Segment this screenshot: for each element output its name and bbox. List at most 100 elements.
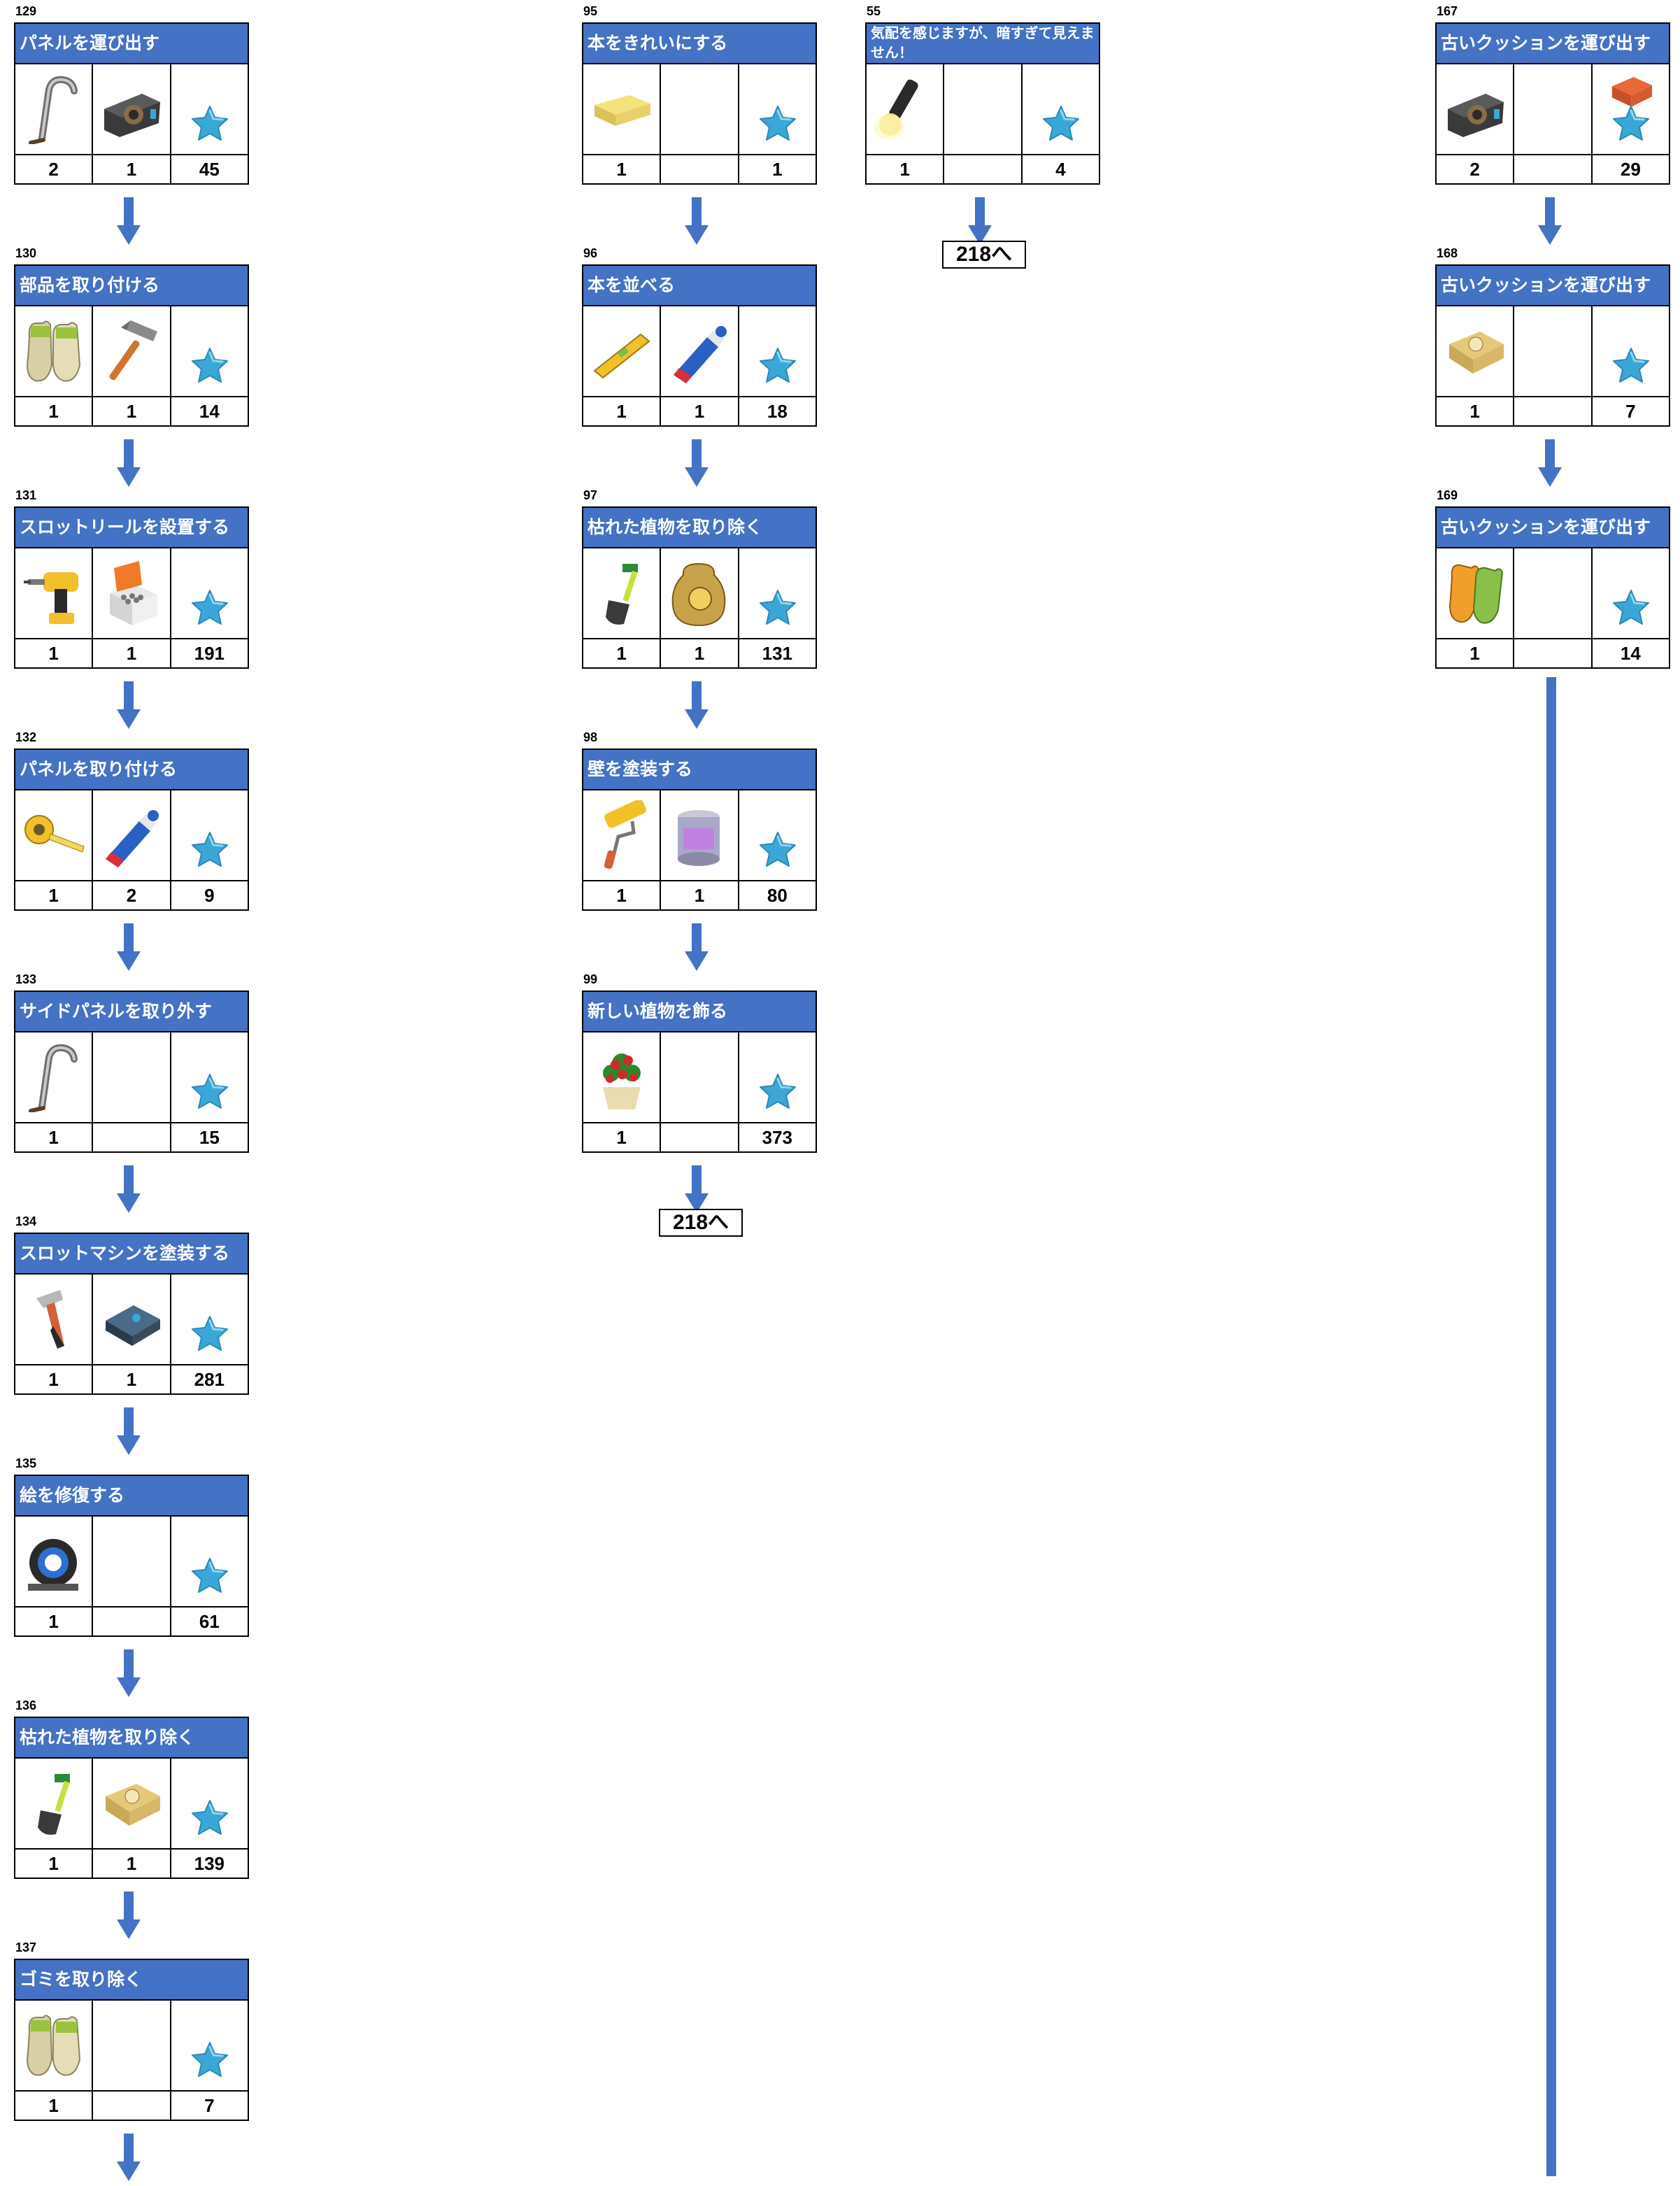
star-count: 15 xyxy=(199,1127,220,1148)
task-title: 枯れた植物を取り除く xyxy=(15,1718,248,1759)
task-number: 132 xyxy=(15,730,37,744)
flow-arrow-icon xyxy=(117,439,141,488)
flow-arrow-icon xyxy=(117,1892,141,1940)
paint-scraper-icon xyxy=(22,1284,85,1354)
item-icons-row xyxy=(1437,548,1669,639)
task-number: 129 xyxy=(15,4,37,18)
item-count: 1 xyxy=(661,881,739,909)
star-count: 373 xyxy=(762,1127,793,1148)
star-count: 4 xyxy=(1055,159,1066,180)
task-number: 136 xyxy=(15,1698,37,1712)
item-cell xyxy=(661,64,739,154)
task-title: スロットマシンを塗装する xyxy=(15,1234,248,1275)
item-count: 1 xyxy=(93,639,171,667)
flow-arrow-icon xyxy=(117,1165,141,1214)
item-cell xyxy=(1514,548,1593,638)
item-count: 1 xyxy=(15,1607,94,1635)
item-cell xyxy=(1514,64,1593,154)
shovel-icon xyxy=(22,1768,85,1838)
task-title: サイドパネルを取り外す xyxy=(15,992,248,1032)
item-cell xyxy=(661,548,739,638)
star-count: 29 xyxy=(1620,159,1641,180)
item-cell xyxy=(661,1032,739,1122)
next-task-reference[interactable]: 218へ xyxy=(942,241,1026,269)
item-count xyxy=(93,2092,171,2120)
item-cell xyxy=(93,1517,171,1606)
item-count xyxy=(661,155,739,183)
task-title: スロットリールを設置する xyxy=(15,508,248,548)
fertilizer-bag-icon xyxy=(100,1768,163,1838)
hammer-icon xyxy=(100,316,163,386)
paint-can-icon xyxy=(668,800,731,870)
continuation-line xyxy=(1546,677,1556,2176)
item-icons-row xyxy=(583,790,816,881)
star-count: 1 xyxy=(772,159,783,180)
task-title: 古いクッションを運び出す xyxy=(1437,508,1669,548)
item-icons-row xyxy=(15,64,248,155)
star-icon xyxy=(190,1072,230,1112)
task-title: 本をきれいにする xyxy=(583,24,816,64)
item-cell xyxy=(1437,306,1515,396)
task-number: 135 xyxy=(15,1456,37,1470)
item-count: 1 xyxy=(583,397,662,425)
item-count: 2 xyxy=(15,155,94,183)
task-table: 古いクッションを運び出す 1 7 xyxy=(1435,264,1670,427)
task-number: 134 xyxy=(15,1214,37,1228)
item-icons-row xyxy=(15,1759,248,1850)
task-title: パネルを運び出す xyxy=(15,24,248,64)
star-count: 7 xyxy=(1625,401,1636,422)
star-icon xyxy=(757,588,798,628)
star-icon xyxy=(190,588,230,628)
item-icons-row xyxy=(583,64,816,155)
task-number: 130 xyxy=(15,246,37,260)
task-number: 95 xyxy=(583,4,598,18)
item-icons-row xyxy=(15,1032,248,1123)
reward-cell xyxy=(171,306,248,396)
star-count: 18 xyxy=(767,401,788,422)
item-count xyxy=(1514,397,1593,425)
item-cell xyxy=(583,548,662,638)
reward-cell xyxy=(171,64,248,154)
item-count xyxy=(661,1123,739,1151)
item-icons-row xyxy=(1437,306,1669,397)
flow-arrow-icon xyxy=(1538,439,1562,488)
item-count: 1 xyxy=(661,397,739,425)
item-cell xyxy=(93,790,171,880)
work-gloves-icon xyxy=(22,316,85,386)
flow-arrow-icon xyxy=(117,681,141,730)
item-icons-row xyxy=(15,1275,248,1365)
item-count: 1 xyxy=(583,155,662,183)
star-icon xyxy=(757,346,798,386)
reward-cell xyxy=(171,1759,248,1848)
item-count xyxy=(93,1607,171,1635)
item-count: 1 xyxy=(15,2092,94,2120)
item-count xyxy=(1514,639,1593,667)
star-count: 80 xyxy=(767,885,788,906)
task-title: 古いクッションを運び出す xyxy=(1437,266,1669,306)
item-cell xyxy=(93,1275,171,1364)
task-number: 137 xyxy=(15,1940,37,1954)
item-count: 1 xyxy=(1437,397,1515,425)
reward-cell xyxy=(171,1275,248,1364)
next-task-reference[interactable]: 218へ xyxy=(659,1209,743,1237)
crowbar-icon xyxy=(22,74,85,145)
reward-cell xyxy=(739,1032,816,1122)
task-number: 168 xyxy=(1437,246,1458,260)
star-count: 7 xyxy=(204,2095,215,2116)
item-cell xyxy=(15,548,94,638)
item-cell xyxy=(93,2001,171,2090)
